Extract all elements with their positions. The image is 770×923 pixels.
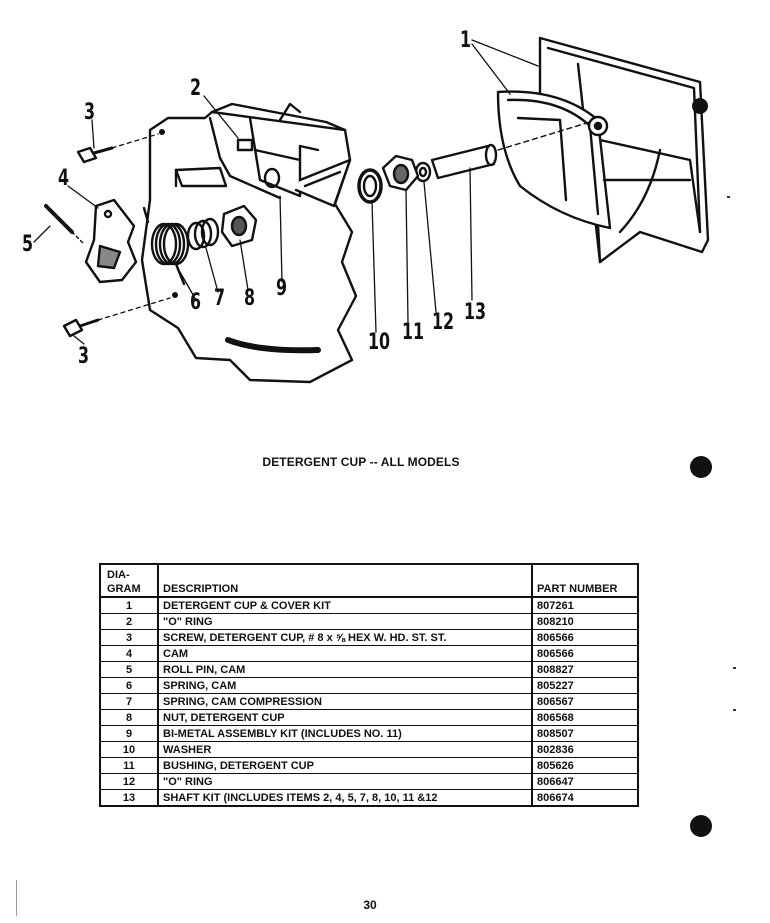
speck [733, 667, 736, 669]
header-description: DESCRIPTION [157, 564, 533, 598]
callout-13: 13 [464, 300, 487, 325]
callout-10: 10 [368, 330, 391, 355]
callout-5: 5 [22, 232, 34, 257]
diagram-caption: DETERGENT CUP -- ALL MODELS [262, 455, 460, 469]
speck [733, 709, 736, 711]
callout-3-top: 3 [84, 100, 96, 125]
page-number: 30 [363, 898, 377, 912]
callout-9: 9 [276, 276, 288, 301]
page-edge-line [16, 880, 17, 916]
callout-8: 8 [244, 286, 256, 311]
screw-parts [62, 133, 171, 338]
binder-hole-dot [690, 815, 712, 837]
callout-leaders [33, 39, 539, 345]
binder-hole-dot [690, 456, 712, 478]
speck [727, 196, 730, 198]
detergent-cup-cover-part [496, 36, 710, 264]
header-diagram: DIA-GRAM [99, 564, 159, 598]
bimetal-housing-part [140, 102, 358, 384]
callout-11: 11 [402, 320, 425, 345]
callout-4: 4 [58, 166, 70, 191]
header-part-number: PART NUMBER [531, 564, 639, 598]
shaft-assembly-parts [357, 121, 591, 204]
callout-7: 7 [214, 286, 226, 311]
spring-and-nut-parts [142, 204, 258, 286]
callout-1: 1 [460, 28, 472, 53]
callout-6: 6 [190, 290, 202, 315]
exploded-view-diagram [33, 36, 710, 384]
callout-12: 12 [432, 310, 455, 335]
table-header-row: DIA-GRAM DESCRIPTION PART NUMBER [99, 564, 639, 598]
cam-and-pin-parts [44, 198, 138, 284]
callout-2: 2 [190, 76, 202, 101]
callout-3-bottom: 3 [78, 344, 90, 369]
